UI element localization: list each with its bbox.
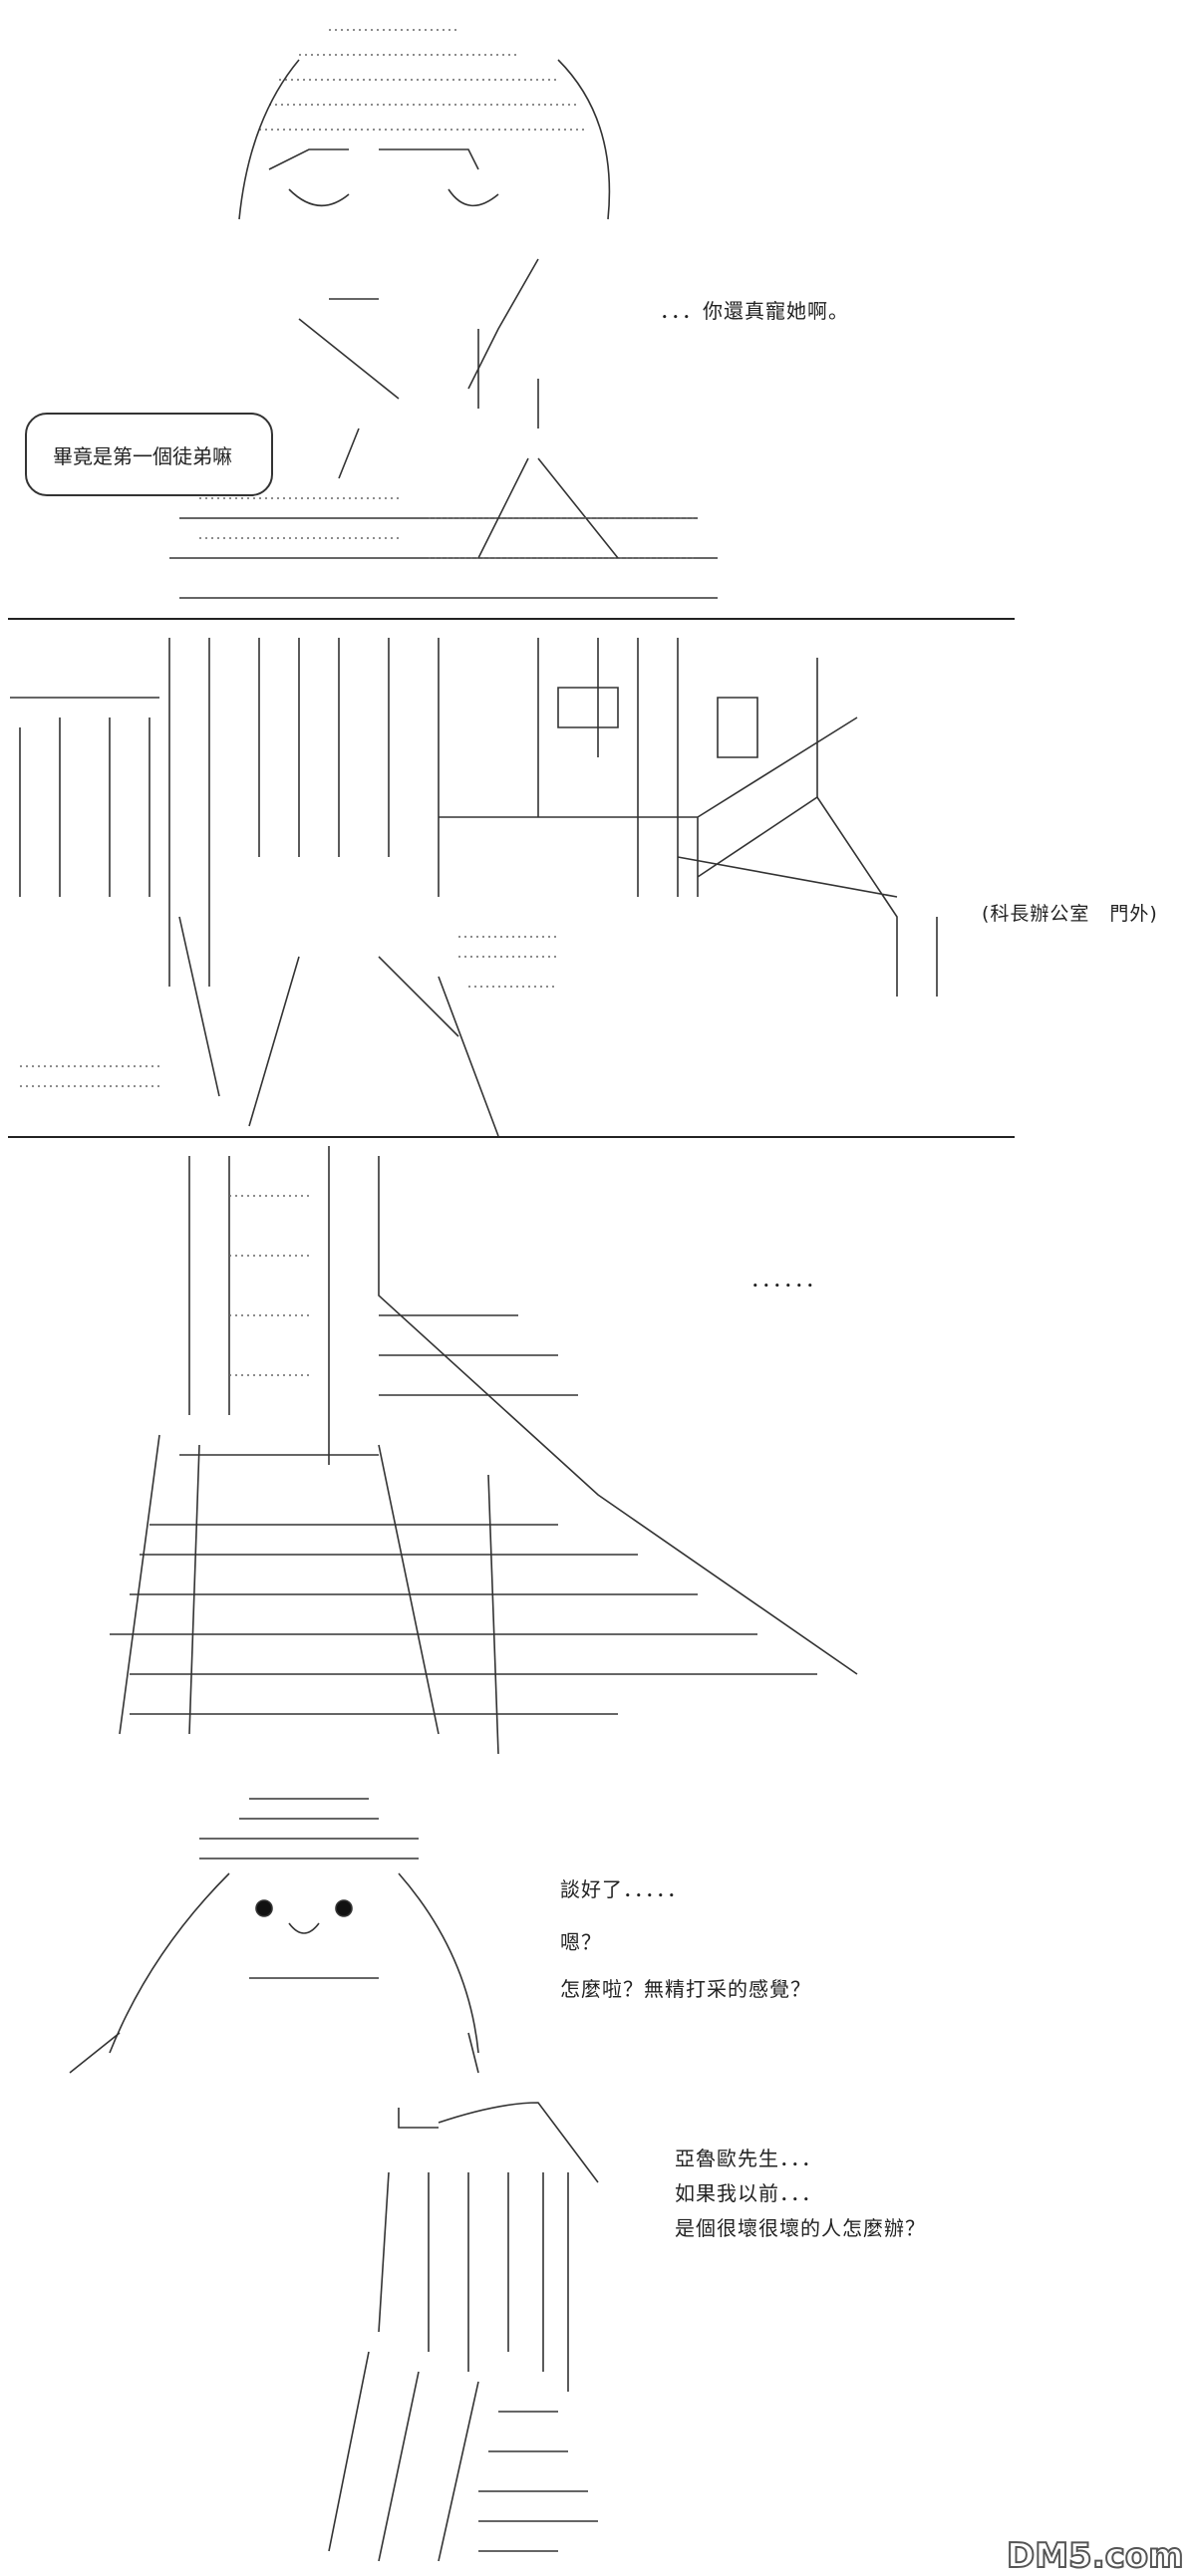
dialogue-line: 如果我以前．．． — [675, 2181, 822, 2205]
dialogue-line: 嗯？ — [560, 1930, 602, 1954]
dialogue-line: 亞魯歐先生．．． — [675, 2147, 822, 2170]
ascii-art-office-door-girl — [10, 638, 938, 1137]
dialogue-line: 怎麼啦？無精打采的感覺？ — [560, 1977, 811, 2001]
speech-bubble-text: 畢竟是第一個徒弟嘛 — [53, 444, 232, 468]
panel-divider — [8, 1136, 1015, 1138]
speech-bubble: 畢竟是第一個徒弟嘛 — [25, 413, 273, 496]
dialogue-line: ．．．你還真寵她啊。 — [660, 299, 849, 323]
ellipsis-text: ．．．．．． — [750, 1268, 826, 1291]
watermark-logo: DM5.com — [1006, 2535, 1185, 2576]
ascii-art-hat-character — [69, 1798, 479, 2074]
panel-divider — [8, 618, 1015, 620]
location-caption: (科長辦公室 門外) — [982, 903, 1158, 925]
ascii-art-long-haired-figure — [328, 2102, 599, 2562]
dialogue-line: 是個很壞很壞的人怎麼辦？ — [675, 2216, 926, 2240]
ascii-art-man-glasses — [169, 29, 718, 599]
dialogue-line: 談好了．．．．． — [560, 1877, 688, 1901]
ascii-art-girl-dress — [110, 1146, 858, 1755]
